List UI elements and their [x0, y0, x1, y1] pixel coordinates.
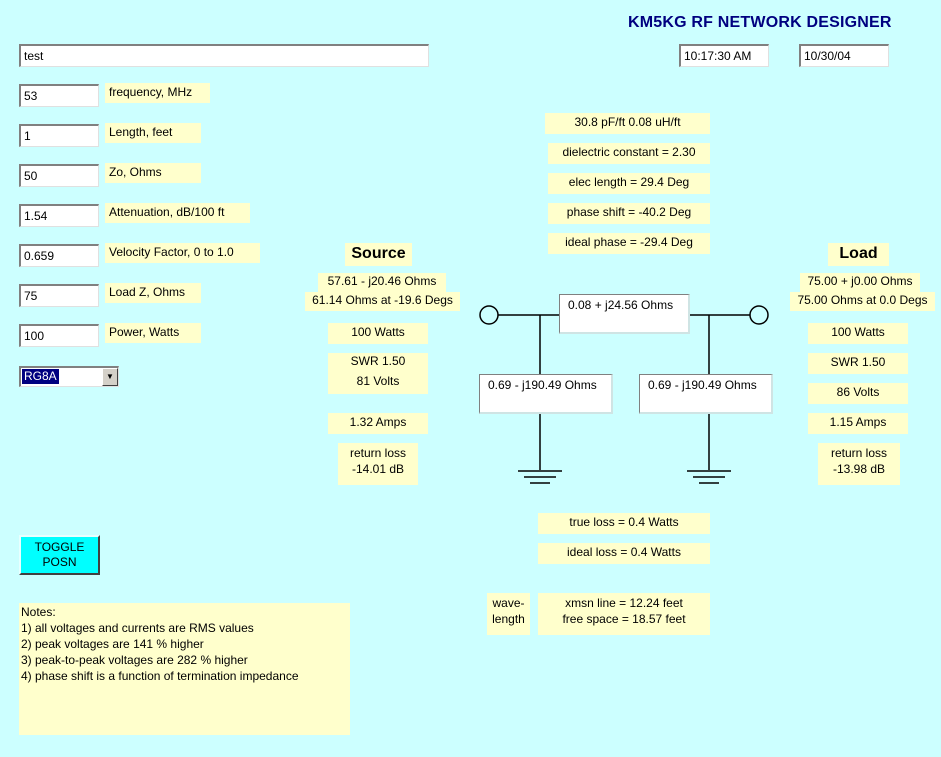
series-impedance: 0.08 + j24.56 Ohms — [559, 294, 690, 334]
frequency-label: frequency, MHz — [105, 83, 210, 103]
attenuation-input[interactable] — [19, 204, 99, 227]
load-volts: 86 Volts — [808, 383, 908, 404]
power-input[interactable] — [19, 324, 99, 347]
load-heading: Load — [828, 243, 889, 266]
ideal-loss: ideal loss = 0.4 Watts — [538, 543, 710, 564]
load-watts: 100 Watts — [808, 323, 908, 344]
source-heading: Source — [345, 243, 412, 266]
source-return-loss: return loss -14.01 dB — [338, 443, 418, 485]
load-impedance-polar: 75.00 Ohms at 0.0 Degs — [790, 292, 935, 311]
velocity-factor-input[interactable] — [19, 244, 99, 267]
source-return-loss-label: return loss — [349, 446, 407, 460]
toggle-position-button[interactable]: TOGGLE POSN — [19, 535, 100, 575]
wavelength-label-line2: length — [492, 612, 525, 626]
note-item: 4) phase shift is a function of terminat… — [21, 669, 299, 683]
ideal-phase: ideal phase = -29.4 Deg — [548, 233, 710, 254]
wavelength-label-line1: wave- — [492, 596, 525, 610]
load-return-loss-value: -13.98 dB — [832, 462, 886, 476]
wavelength-values: xmsn line = 12.24 feet free space = 18.5… — [538, 593, 710, 635]
source-swr: SWR 1.50 — [328, 353, 428, 372]
date-field[interactable] — [799, 44, 889, 67]
electrical-length: elec length = 29.4 Deg — [548, 173, 710, 194]
source-amps: 1.32 Amps — [328, 413, 428, 434]
app-title: KM5KG RF NETWORK DESIGNER — [628, 14, 892, 31]
cable-type-select[interactable]: RG8A ▼ — [19, 366, 119, 387]
length-label: Length, feet — [105, 123, 201, 143]
note-item: 3) peak-to-peak voltages are 282 % highe… — [21, 653, 248, 667]
time-field[interactable] — [679, 44, 769, 67]
dielectric-constant: dielectric constant = 2.30 — [548, 143, 710, 164]
source-impedance-rect: 57.61 - j20.46 Ohms — [318, 273, 446, 292]
load-impedance-rect: 75.00 + j0.00 Ohms — [800, 273, 920, 292]
free-space-wavelength: free space = 18.57 feet — [562, 612, 686, 626]
phase-shift: phase shift = -40.2 Deg — [548, 203, 710, 224]
notes-panel: Notes: 1) all voltages and currents are … — [19, 603, 350, 735]
source-volts: 81 Volts — [328, 372, 428, 394]
xmsn-line-wavelength: xmsn line = 12.24 feet — [565, 596, 683, 610]
load-z-input[interactable] — [19, 284, 99, 307]
load-return-loss: return loss -13.98 dB — [818, 443, 900, 485]
capacitance-inductance: 30.8 pF/ft 0.08 uH/ft — [545, 113, 710, 134]
notes-heading: Notes: — [21, 605, 56, 619]
length-input[interactable] — [19, 124, 99, 147]
cable-type-value: RG8A — [22, 369, 59, 384]
load-z-label: Load Z, Ohms — [105, 283, 201, 303]
velocity-factor-label: Velocity Factor, 0 to 1.0 — [105, 243, 260, 263]
source-return-loss-value: -14.01 dB — [351, 462, 405, 476]
note-item: 2) peak voltages are 141 % higher — [21, 637, 204, 651]
shunt-left-impedance: 0.69 - j190.49 Ohms — [479, 374, 613, 414]
load-amps: 1.15 Amps — [808, 413, 908, 434]
wavelength-label: wave- length — [487, 593, 530, 635]
load-swr: SWR 1.50 — [808, 353, 908, 374]
true-loss: true loss = 0.4 Watts — [538, 513, 710, 534]
attenuation-label: Attenuation, dB/100 ft — [105, 203, 250, 223]
frequency-input[interactable] — [19, 84, 99, 107]
toggle-button-line2: POSN — [42, 555, 77, 569]
project-name-input[interactable] — [19, 44, 429, 67]
toggle-button-line1: TOGGLE — [34, 540, 85, 554]
zo-input[interactable] — [19, 164, 99, 187]
power-label: Power, Watts — [105, 323, 201, 343]
chevron-down-icon[interactable]: ▼ — [102, 368, 118, 386]
note-item: 1) all voltages and currents are RMS val… — [21, 621, 254, 635]
source-impedance-polar: 61.14 Ohms at -19.6 Degs — [305, 292, 460, 311]
zo-label: Zo, Ohms — [105, 163, 201, 183]
load-return-loss-label: return loss — [830, 446, 888, 460]
shunt-right-impedance: 0.69 - j190.49 Ohms — [639, 374, 773, 414]
source-watts: 100 Watts — [328, 323, 428, 344]
